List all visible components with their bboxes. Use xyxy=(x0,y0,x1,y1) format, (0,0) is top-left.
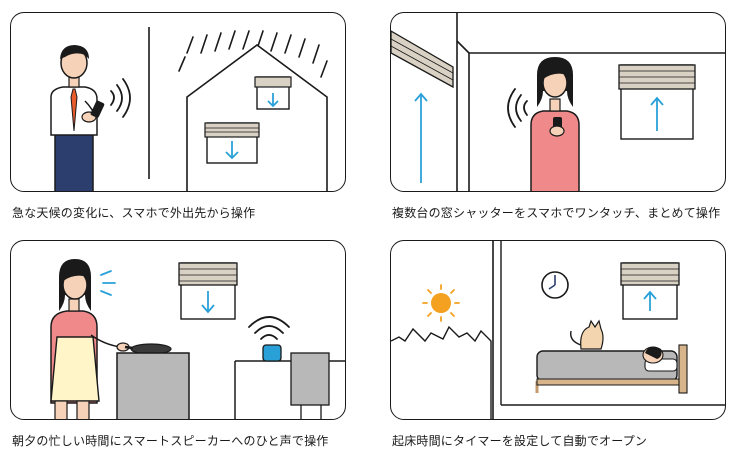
wifi-icon xyxy=(248,316,290,340)
wifi-icon xyxy=(507,88,528,128)
smart-speaker-icon xyxy=(262,344,282,362)
up-arrow-icon xyxy=(414,92,428,102)
scene-wakeup-timer xyxy=(390,240,726,420)
window-shutter xyxy=(620,262,680,320)
window-shutter xyxy=(178,262,238,320)
rain-lines xyxy=(178,30,328,78)
skyline xyxy=(391,325,492,419)
kitchen-counter xyxy=(116,352,190,419)
bed xyxy=(535,344,688,394)
cooking-woman-figure xyxy=(50,259,130,419)
illustration-kitchen-speaker xyxy=(50,259,345,419)
window-shutter-left xyxy=(391,30,454,183)
down-arrow-icon xyxy=(201,304,215,314)
illustration-man-house-rain xyxy=(50,27,328,191)
caption-panel-2: 複数台の窓シャッターをスマホでワンタッチ、まとめて操作 xyxy=(392,206,721,220)
window-shutter-bottom xyxy=(204,122,260,164)
down-arrow-icon xyxy=(225,151,239,160)
woman-figure xyxy=(530,57,580,191)
sun-icon xyxy=(422,284,460,322)
illustration-bedroom-timer xyxy=(391,241,725,419)
down-arrow-icon xyxy=(267,100,279,108)
caption-panel-1: 急な天候の変化に、スマホで外出先から操作 xyxy=(12,206,256,220)
scene-remote-control-outdoors xyxy=(10,12,346,192)
caption-panel-4: 起床時間にタイマーを設定して自動でオープン xyxy=(392,434,648,448)
window-shutter-top xyxy=(254,76,292,110)
illustration-woman-shutters xyxy=(391,13,725,191)
scene-smart-speaker xyxy=(10,240,346,420)
up-arrow-icon xyxy=(650,96,664,106)
caption-panel-3: 朝夕の忙しい時間にスマートスピーカーへのひと声で操作 xyxy=(12,434,329,448)
man-figure xyxy=(50,45,105,191)
up-arrow-icon xyxy=(643,290,657,300)
wifi-icon xyxy=(110,78,131,118)
clock-icon xyxy=(541,271,569,299)
smartphone-icon xyxy=(90,100,105,118)
chair xyxy=(290,352,330,406)
cat xyxy=(570,319,604,350)
scene-multiple-shutters xyxy=(390,12,726,192)
window-shutter-right xyxy=(618,64,696,140)
sound-wave-icon xyxy=(100,270,116,296)
